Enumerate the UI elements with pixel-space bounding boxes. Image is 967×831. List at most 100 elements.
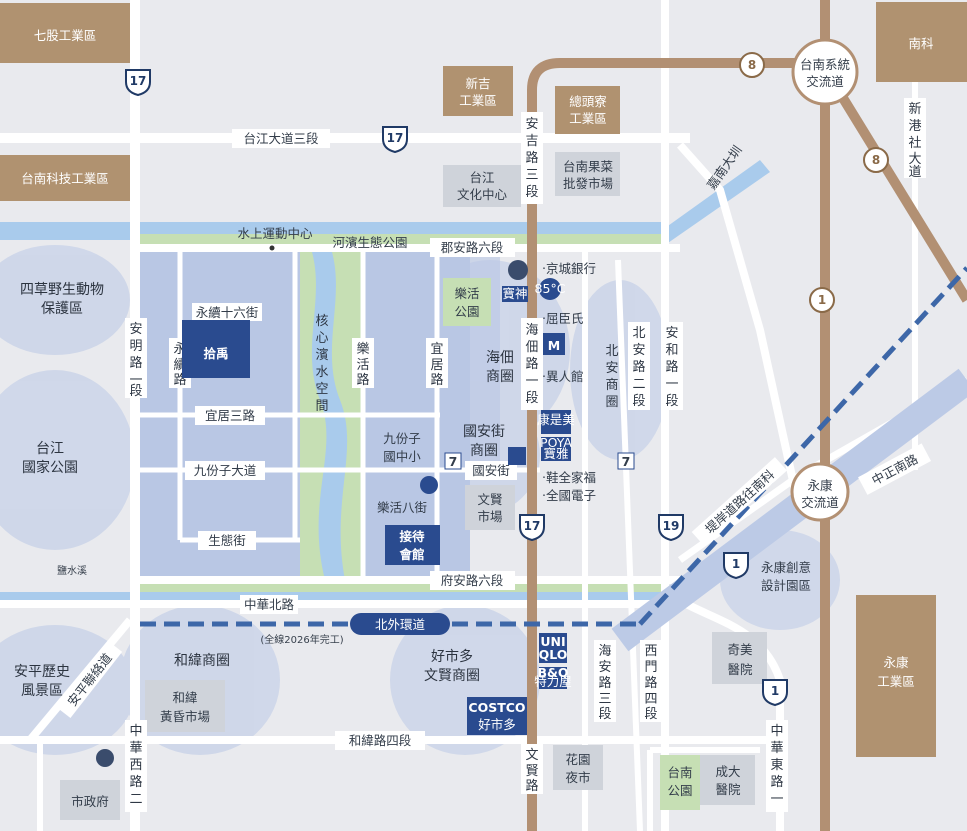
svg-text:一: 一 <box>525 374 538 389</box>
svg-text:北: 北 <box>632 326 645 341</box>
svg-text:賢: 賢 <box>525 764 538 779</box>
shengtai-st-label: 生態街 <box>208 533 246 548</box>
svg-text:1: 1 <box>732 557 740 571</box>
yiju3-label: 宜居三路 <box>205 408 256 423</box>
7-eleven-icon <box>617 452 635 470</box>
svg-text:風景區: 風景區 <box>21 683 63 699</box>
svg-text:活: 活 <box>356 358 369 373</box>
svg-text:樂活: 樂活 <box>454 286 479 301</box>
taijiang-blvd-label: 台江大道三段 <box>243 131 318 146</box>
riverside-park-label: 河濱生態公園 <box>332 235 407 250</box>
fuan-road-label: 府安路六段 <box>441 573 504 588</box>
svg-text:一: 一 <box>770 792 783 807</box>
svg-text:安: 安 <box>598 660 611 675</box>
svg-text:安: 安 <box>605 361 618 376</box>
svg-text:水: 水 <box>315 365 328 380</box>
svg-text:夜市: 夜市 <box>565 770 590 785</box>
svg-text:POYA: POYA <box>540 435 572 450</box>
svg-text:文賢: 文賢 <box>477 492 503 507</box>
starbucks-icon <box>508 260 528 280</box>
parks: 樂活 公園 台南 公園 <box>443 278 700 810</box>
svg-text:國家公園: 國家公園 <box>22 459 78 476</box>
svg-text:路: 路 <box>129 355 142 371</box>
baoshen-text: 寶神 <box>502 286 527 301</box>
svg-text:總頭寮: 總頭寮 <box>569 94 607 109</box>
svg-text:17: 17 <box>130 74 147 88</box>
svg-text:市場: 市場 <box>477 509 502 524</box>
svg-text:路: 路 <box>665 359 678 375</box>
svg-text:交流道: 交流道 <box>806 74 844 89</box>
svg-text:北: 北 <box>605 344 618 359</box>
svg-text:圈: 圈 <box>605 395 618 410</box>
svg-text:安: 安 <box>129 322 142 337</box>
route-shields: 17 17 17 19 1 1 8 8 <box>125 52 889 707</box>
yanshui-label: 鹽水溪 <box>57 564 87 577</box>
svg-text:段: 段 <box>632 394 645 409</box>
jiufenzi-blvd-label: 九份子大道 <box>194 463 257 478</box>
svg-text:和緯: 和緯 <box>172 690 197 705</box>
svg-text:安: 安 <box>632 343 645 358</box>
svg-text:東: 東 <box>770 757 783 773</box>
svg-text:核: 核 <box>315 314 328 329</box>
svg-text:路: 路 <box>632 359 645 375</box>
svg-text:三: 三 <box>525 168 538 183</box>
project-logo <box>182 320 250 378</box>
tainan-tech-label: 台南科技工業區 <box>21 171 109 186</box>
svg-text:公園: 公園 <box>454 304 479 319</box>
svg-text:濱: 濱 <box>315 348 328 363</box>
svg-text:三: 三 <box>598 692 611 707</box>
kangshimei-icon <box>541 410 571 434</box>
svg-text:宜: 宜 <box>430 342 443 357</box>
svg-text:華: 華 <box>770 741 783 756</box>
svg-text:設計園區: 設計園區 <box>761 578 811 593</box>
svg-text:台江: 台江 <box>469 170 494 185</box>
svg-text:QLO: QLO <box>539 647 568 662</box>
qigu-label: 七股工業區 <box>34 28 97 43</box>
svg-text:路: 路 <box>644 675 657 691</box>
svg-text:二: 二 <box>632 377 645 392</box>
svg-text:新吉: 新吉 <box>465 76 490 91</box>
svg-text:文化中心: 文化中心 <box>457 187 508 202</box>
project-markers: 拾禹 接待 會館 <box>182 320 440 565</box>
svg-text:商圈: 商圈 <box>486 369 514 385</box>
svg-text:段: 段 <box>665 394 678 409</box>
svg-text:醫院: 醫院 <box>715 782 741 797</box>
waihuan-note: (全線2026年完工) <box>260 633 343 646</box>
svg-text:和緯商圈: 和緯商圈 <box>174 653 230 669</box>
svg-text:黃昏市場: 黃昏市場 <box>160 709 210 724</box>
svg-text:1: 1 <box>818 293 826 307</box>
svg-text:路: 路 <box>770 774 783 790</box>
svg-text:會館: 會館 <box>399 547 424 562</box>
mcdonalds-icon <box>543 333 565 355</box>
costco-logo-text: COSTCO <box>468 700 525 715</box>
svg-text:安平歷史: 安平歷史 <box>14 664 70 680</box>
svg-text:心: 心 <box>315 331 328 346</box>
svg-text:海佃: 海佃 <box>486 350 514 366</box>
svg-text:永康創意: 永康創意 <box>761 560 811 575</box>
starbucks-icon <box>96 749 114 767</box>
junan-road-label: 郡安路六段 <box>441 240 504 255</box>
svg-text:段: 段 <box>525 391 538 406</box>
svg-text:商圈: 商圈 <box>470 443 498 459</box>
svg-text:段: 段 <box>598 707 611 722</box>
hewei4-label: 和緯路四段 <box>349 733 412 748</box>
poya-icon <box>541 437 571 461</box>
svg-text:段: 段 <box>644 707 657 722</box>
svg-text:工業區: 工業區 <box>569 111 607 126</box>
project-name: 拾禹 <box>203 346 228 361</box>
svg-text:吉: 吉 <box>525 134 538 149</box>
svg-text:大: 大 <box>908 152 921 167</box>
svg-text:新: 新 <box>908 101 921 117</box>
svg-text:路: 路 <box>430 372 443 388</box>
vertical-road-labels: 安 明 路 一 段 永 續 路 樂 活 路 宜 居 路 核 心 濱 水 空 間 … <box>125 98 926 812</box>
svg-text:路: 路 <box>129 774 142 790</box>
svg-text:工業區: 工業區 <box>459 93 497 108</box>
lehuo8-label: 樂活八街 <box>377 500 427 515</box>
svg-text:7: 7 <box>622 454 631 469</box>
city-hall-label: 市政府 <box>71 794 109 809</box>
svg-text:8: 8 <box>872 153 880 167</box>
svg-text:國安街: 國安街 <box>463 424 505 440</box>
svg-text:台江: 台江 <box>36 441 64 457</box>
svg-text:港: 港 <box>908 119 921 134</box>
